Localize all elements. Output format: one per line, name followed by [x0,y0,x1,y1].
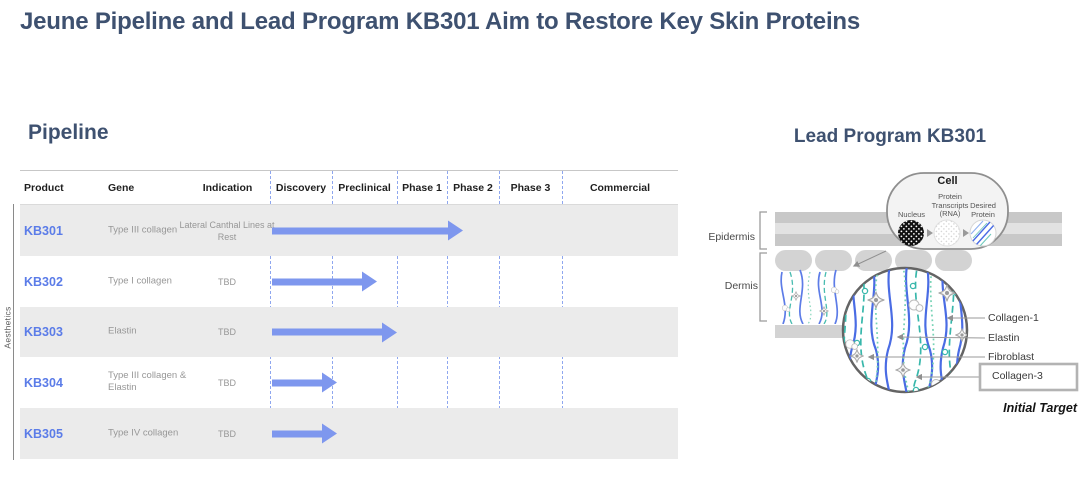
column-header-gene: Gene [108,182,135,194]
annotation-collagen1: Collagen-1 [988,312,1039,324]
table-row: KB305 Type IV collagen TBD [20,408,678,459]
lead-program-panel: Lead Program KB301 [700,118,1080,458]
skin-diagram [759,172,1079,394]
pipeline-table: Product Gene Indication Discovery Precli… [20,170,678,459]
table-header-row: Product Gene Indication Discovery Precli… [20,171,678,205]
step-arrow-icon [927,229,933,237]
indication-label: TBD [218,428,236,439]
annotation-elastin: Elastin [988,332,1020,344]
lead-program-heading: Lead Program KB301 [793,126,987,147]
cell-inset [886,172,1009,250]
indication-label: TBD [218,276,236,287]
product-label: KB305 [24,426,63,441]
gene-label: Type IV collagen [108,427,179,439]
product-label: KB303 [24,325,63,339]
progress-arrow [272,227,448,234]
column-header-phase1: Phase 1 [402,182,442,194]
product-label: KB302 [24,274,63,289]
dermis-fibers [780,269,840,324]
progress-arrow [272,379,322,386]
column-header-phase2: Phase 2 [453,182,493,194]
aesthetics-category-label: Aesthetics [2,306,13,349]
table-row: KB304 Type III collagen & Elastin TBD [20,357,678,408]
indication-label: TBD [218,377,236,388]
gene-label: Type I collagen [108,275,172,287]
annotation-collagen3: Collagen-3 [992,370,1043,382]
cell-inset-title: Cell [937,175,958,187]
annotation-leaders [867,314,986,381]
column-header-phase3: Phase 3 [510,182,551,194]
product-label: KB304 [24,375,63,390]
slide-title: Jeune Pipeline and Lead Program KB301 Ai… [20,8,861,35]
indication-label: Lateral Canthal Lines at Rest [179,219,275,242]
epidermis-bracket [759,211,767,250]
pipeline-heading: Pipeline [28,121,109,144]
progress-arrow [272,278,362,285]
indication-label: TBD [218,326,236,337]
progress-arrow [272,328,382,336]
protein-transcripts-label: Protein Transcripts (RNA) [931,192,969,219]
gene-label: Type III collagen & Elastin [108,369,187,394]
collagen3-highlight-box [978,362,1079,392]
progress-arrow [272,430,322,437]
table-row: KB302 Type I collagen TBD [20,256,678,307]
nucleus-label: Nucleus [897,210,926,219]
gene-label: Elastin [108,325,137,337]
dermis-label: Dermis [724,280,758,292]
initial-target-label: Initial Target [1003,401,1077,415]
column-header-discovery: Discovery [275,182,327,194]
annotation-fibroblast: Fibroblast [988,351,1035,363]
column-header-product: Product [24,182,64,194]
gene-label: Type III collagen [108,224,178,236]
table-row: KB303 Elastin TBD [20,307,678,357]
desired-protein-icon [969,219,997,247]
cell-inset-pointer [852,250,887,267]
table-row: KB301 Type III collagen Lateral Canthal … [20,205,678,256]
column-header-commercial: Commercial [589,182,651,194]
step-arrow-icon [963,229,969,237]
epidermis-label: Epidermis [708,231,755,243]
column-header-preclinical: Preclinical [338,182,391,194]
aesthetics-bracket-line [13,204,14,460]
basal-cell-row [775,250,972,271]
product-label: KB301 [24,223,63,238]
dermis-bracket [759,252,767,322]
desired-protein-label: Desired Protein [970,201,996,219]
column-header-indication: Indication [202,182,253,194]
